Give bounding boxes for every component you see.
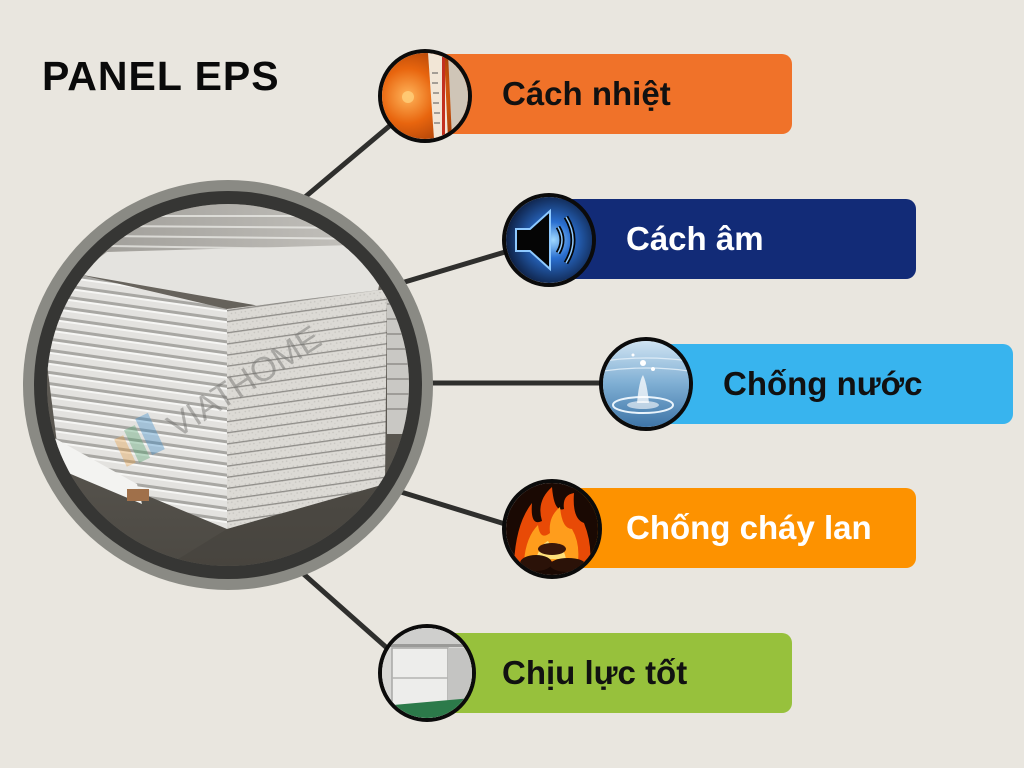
feature-insulation: Cách nhiệt xyxy=(424,54,792,134)
speaker-icon xyxy=(502,193,596,287)
water-drop-icon xyxy=(599,337,693,431)
feature-strength: Chịu lực tốt xyxy=(424,633,792,713)
page-title: PANEL EPS xyxy=(42,53,280,99)
feature-label: Chịu lực tốt xyxy=(502,654,688,691)
connector-line-fireproof xyxy=(387,485,506,527)
panel-wall-icon xyxy=(378,624,476,722)
connector-line-strength xyxy=(288,560,389,650)
feature-waterproof: Chống nước xyxy=(645,344,1013,424)
thermometer-icon xyxy=(378,49,472,143)
eps-panel-photo: VIATHOME xyxy=(47,204,409,566)
connector-line-soundproof xyxy=(387,249,506,290)
fire-icon xyxy=(502,479,602,579)
connector-line-insulation xyxy=(290,121,395,210)
feature-label: Chống cháy lan xyxy=(626,509,872,546)
feature-label: Chống nước xyxy=(723,365,923,402)
watermark-logo xyxy=(114,412,165,467)
feature-label: Cách âm xyxy=(626,220,764,257)
main-panel-image: VIATHOME xyxy=(23,180,433,590)
feature-soundproof: Cách âm xyxy=(548,199,916,279)
feature-fireproof: Chống cháy lan xyxy=(548,488,916,568)
feature-label: Cách nhiệt xyxy=(502,75,671,112)
